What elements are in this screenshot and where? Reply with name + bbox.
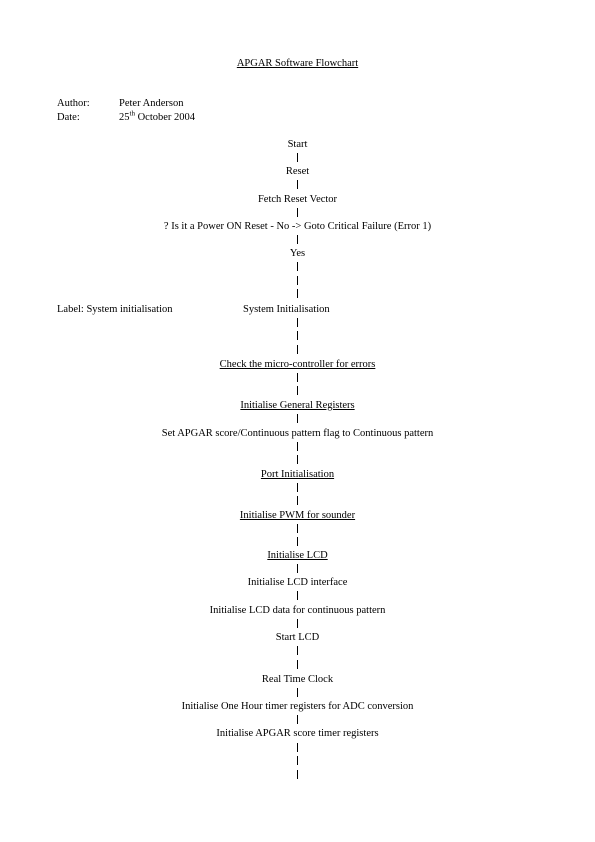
flow-connector [297, 386, 298, 395]
flow-connector [297, 235, 298, 244]
flow-connector [297, 756, 298, 765]
flow-connector [297, 496, 298, 505]
flow-connector [297, 770, 298, 779]
flow-init-apgar-timer: Initialise APGAR score timer registers [216, 728, 379, 739]
flow-system-initialisation: System Initialisation [243, 304, 330, 315]
date-value: 25th October 2004 [119, 109, 196, 123]
flow-fetch-reset-vector: Fetch Reset Vector [257, 194, 338, 205]
flow-connector [297, 208, 298, 217]
flow-connector [297, 743, 298, 752]
flow-connector [297, 331, 298, 340]
flow-connector [297, 646, 298, 655]
flow-connector [297, 262, 298, 271]
author-label: Author: [57, 98, 90, 109]
flow-connector [297, 688, 298, 697]
side-label-system-initialisation: Label: System initialisation [57, 304, 173, 315]
flow-init-lcd-interface: Initialise LCD interface [247, 577, 348, 588]
flow-connector [297, 276, 298, 285]
flow-init-pwm: Initialise PWM for sounder [239, 510, 356, 521]
flow-start-lcd: Start LCD [275, 632, 320, 643]
flow-start: Start [287, 139, 308, 150]
author-value: Peter Anderson [119, 98, 184, 109]
flow-connector [297, 660, 298, 669]
flow-port-initialisation: Port Initialisation [260, 469, 335, 480]
flow-set-apgar-flag: Set APGAR score/Continuous pattern flag … [161, 428, 434, 439]
flow-init-lcd-data: Initialise LCD data for continuous patte… [209, 605, 386, 616]
flow-connector [297, 180, 298, 189]
flow-check-micro-controller: Check the micro-controller for errors [219, 359, 376, 370]
date-label: Date: [57, 112, 80, 123]
flow-init-one-hour-timer: Initialise One Hour timer registers for … [181, 701, 414, 712]
flow-connector [297, 289, 298, 298]
flow-connector [297, 524, 298, 533]
flow-connector [297, 591, 298, 600]
flow-connector [297, 483, 298, 492]
flow-init-general-registers: Initialise General Registers [240, 400, 355, 411]
flow-connector [297, 318, 298, 327]
flow-connector [297, 715, 298, 724]
flow-connector [297, 537, 298, 546]
flow-connector [297, 153, 298, 162]
flow-yes: Yes [289, 248, 306, 259]
flow-real-time-clock: Real Time Clock [261, 674, 334, 685]
flow-decision-power-on-reset: ? Is it a Power ON Reset - No -> Goto Cr… [163, 221, 432, 232]
flow-connector [297, 414, 298, 423]
flow-connector [297, 455, 298, 464]
flow-connector [297, 373, 298, 382]
flow-reset: Reset [285, 166, 310, 177]
flow-init-lcd: Initialise LCD [267, 550, 328, 561]
document-title: APGAR Software Flowchart [236, 58, 359, 69]
flow-connector [297, 619, 298, 628]
flow-connector [297, 564, 298, 573]
flow-connector [297, 345, 298, 354]
flow-connector [297, 442, 298, 451]
